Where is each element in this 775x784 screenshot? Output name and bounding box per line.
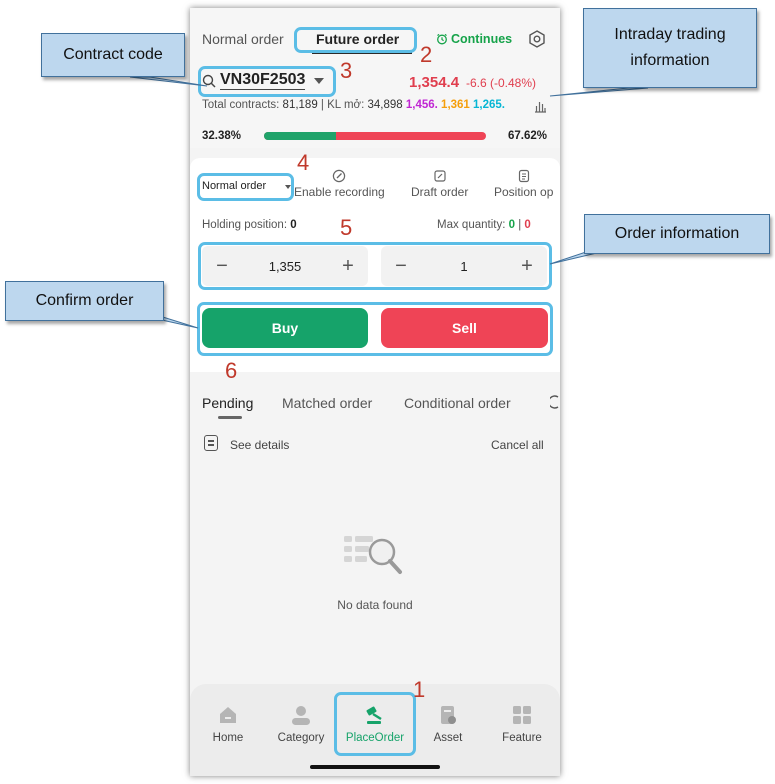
- trading-summary: Total contracts: 81,189 | KL mở: 34,898 …: [202, 99, 505, 111]
- enable-recording-button[interactable]: Enable recording: [294, 169, 385, 199]
- buy-button[interactable]: Buy: [202, 308, 368, 348]
- refresh-icon[interactable]: [550, 394, 560, 410]
- nav-feature[interactable]: Feature: [486, 704, 558, 744]
- price-increment-button[interactable]: +: [342, 255, 354, 277]
- step-number-5: 5: [340, 215, 353, 240]
- user-icon: [292, 706, 310, 725]
- bar-chart-icon[interactable]: [534, 100, 547, 113]
- price-stepper: − 1,355 +: [202, 246, 368, 286]
- list-icon: [204, 435, 218, 451]
- holding-value: 0: [290, 219, 297, 231]
- draft-order-button[interactable]: Draft order: [411, 169, 468, 199]
- quantity-increment-button[interactable]: +: [521, 255, 533, 277]
- home-indicator: [310, 765, 440, 769]
- tab-matched-order[interactable]: Matched order: [282, 395, 373, 411]
- total-contracts-value: 81,189: [282, 99, 318, 111]
- empty-state-text: No data found: [337, 598, 413, 612]
- draft-icon: [434, 170, 446, 182]
- document-icon: [518, 169, 529, 183]
- gavel-icon: [366, 706, 382, 724]
- recording-icon: [333, 169, 346, 183]
- max-sell-value: 0: [524, 219, 531, 231]
- settings-icon[interactable]: [528, 30, 546, 48]
- tab-active-indicator: [312, 52, 412, 54]
- nav-place-order[interactable]: PlaceOrder: [339, 704, 411, 744]
- enable-recording-label: Enable recording: [294, 185, 385, 199]
- nav-asset-label: Asset: [433, 732, 463, 744]
- tab-active-indicator: [218, 416, 242, 419]
- max-quantity: Max quantity: 0 | 0: [437, 219, 531, 231]
- max-quantity-label: Max quantity:: [437, 219, 506, 231]
- home-icon: [220, 707, 236, 723]
- bottom-nav: [190, 684, 560, 776]
- step-number-1: 1: [413, 677, 426, 702]
- wallet-icon: [441, 706, 456, 724]
- draft-order-label: Draft order: [411, 185, 469, 199]
- nav-asset[interactable]: Asset: [412, 704, 484, 744]
- step-number-2: 2: [420, 42, 433, 67]
- holding-position: Holding position: 0: [202, 219, 297, 231]
- tab-normal-order[interactable]: Normal order: [202, 31, 284, 47]
- contract-code[interactable]: VN30F2503: [220, 71, 306, 90]
- order-type-select[interactable]: Normal order: [202, 180, 267, 192]
- nav-place-order-label: PlaceOrder: [345, 732, 405, 744]
- nav-category-label: Category: [277, 732, 325, 744]
- grid-icon: [513, 706, 531, 724]
- sell-ratio-label: 67.62%: [508, 130, 548, 142]
- open-interest-value: 34,898: [367, 99, 403, 111]
- highlight-order-type: [197, 173, 294, 201]
- nav-category[interactable]: Category: [265, 704, 337, 744]
- max-separator: |: [518, 219, 522, 231]
- top-bar: [190, 8, 560, 148]
- nav-feature-label: Feature: [502, 732, 542, 744]
- tab-future-order[interactable]: Future order: [316, 31, 400, 47]
- last-price: 1,354.4: [409, 74, 460, 91]
- price-change: -6.6 (-0.48%): [466, 76, 537, 90]
- step-number-3: 3: [340, 58, 353, 83]
- quantity-decrement-button[interactable]: −: [395, 255, 407, 277]
- price-input[interactable]: 1,355: [268, 258, 302, 274]
- callout-contract-code: Contract code: [41, 33, 185, 77]
- nav-home-label: Home: [212, 732, 244, 744]
- session-status: Continues: [436, 32, 512, 46]
- cancel-all-button[interactable]: Cancel all: [491, 438, 544, 452]
- chevron-down-icon[interactable]: [285, 185, 291, 189]
- step-number-6: 6: [225, 358, 238, 383]
- tab-pending[interactable]: Pending: [202, 395, 254, 411]
- empty-search-icon: [344, 536, 402, 574]
- highlight-order-info: [198, 242, 552, 290]
- buy-ratio-label: 32.38%: [202, 130, 242, 142]
- continues-label: Continues: [451, 32, 513, 46]
- ceiling-price: 1,456.: [405, 99, 438, 111]
- alarm-clock-icon: [437, 33, 447, 45]
- sell-button[interactable]: Sell: [381, 308, 548, 348]
- position-button[interactable]: Position op: [494, 169, 553, 199]
- step-number-4: 4: [297, 150, 310, 175]
- callout-intraday-info: Intraday trading information: [583, 8, 757, 88]
- max-buy-value: 0: [508, 219, 516, 231]
- quantity-input[interactable]: 1: [460, 258, 468, 274]
- total-contracts-label: Total contracts:: [202, 99, 283, 111]
- buy-sell-ratio-bar: [264, 132, 486, 140]
- highlight-contract-code: [198, 66, 336, 97]
- price-decrement-button[interactable]: −: [216, 255, 228, 277]
- reference-price: 1,361: [441, 99, 470, 111]
- position-label: Position op: [494, 185, 554, 199]
- highlight-confirm-order: [197, 302, 553, 356]
- see-details-link[interactable]: See details: [230, 438, 290, 452]
- callout-order-info: Order information: [584, 214, 770, 254]
- tab-conditional-order[interactable]: Conditional order: [404, 395, 511, 411]
- callout-confirm-order: Confirm order: [5, 281, 164, 321]
- buy-ratio-fill: [264, 132, 336, 140]
- chevron-down-icon[interactable]: [314, 78, 324, 84]
- phone-screen: Normal order Future order Continues VN30…: [190, 8, 560, 776]
- highlight-place-order: [334, 692, 416, 756]
- open-interest-label: | KL mở:: [317, 99, 368, 111]
- floor-price: 1,265.: [473, 99, 506, 111]
- nav-home[interactable]: Home: [192, 704, 264, 744]
- holding-label: Holding position:: [202, 219, 288, 231]
- quantity-stepper: − 1 +: [381, 246, 547, 286]
- highlight-future-order: [294, 27, 417, 53]
